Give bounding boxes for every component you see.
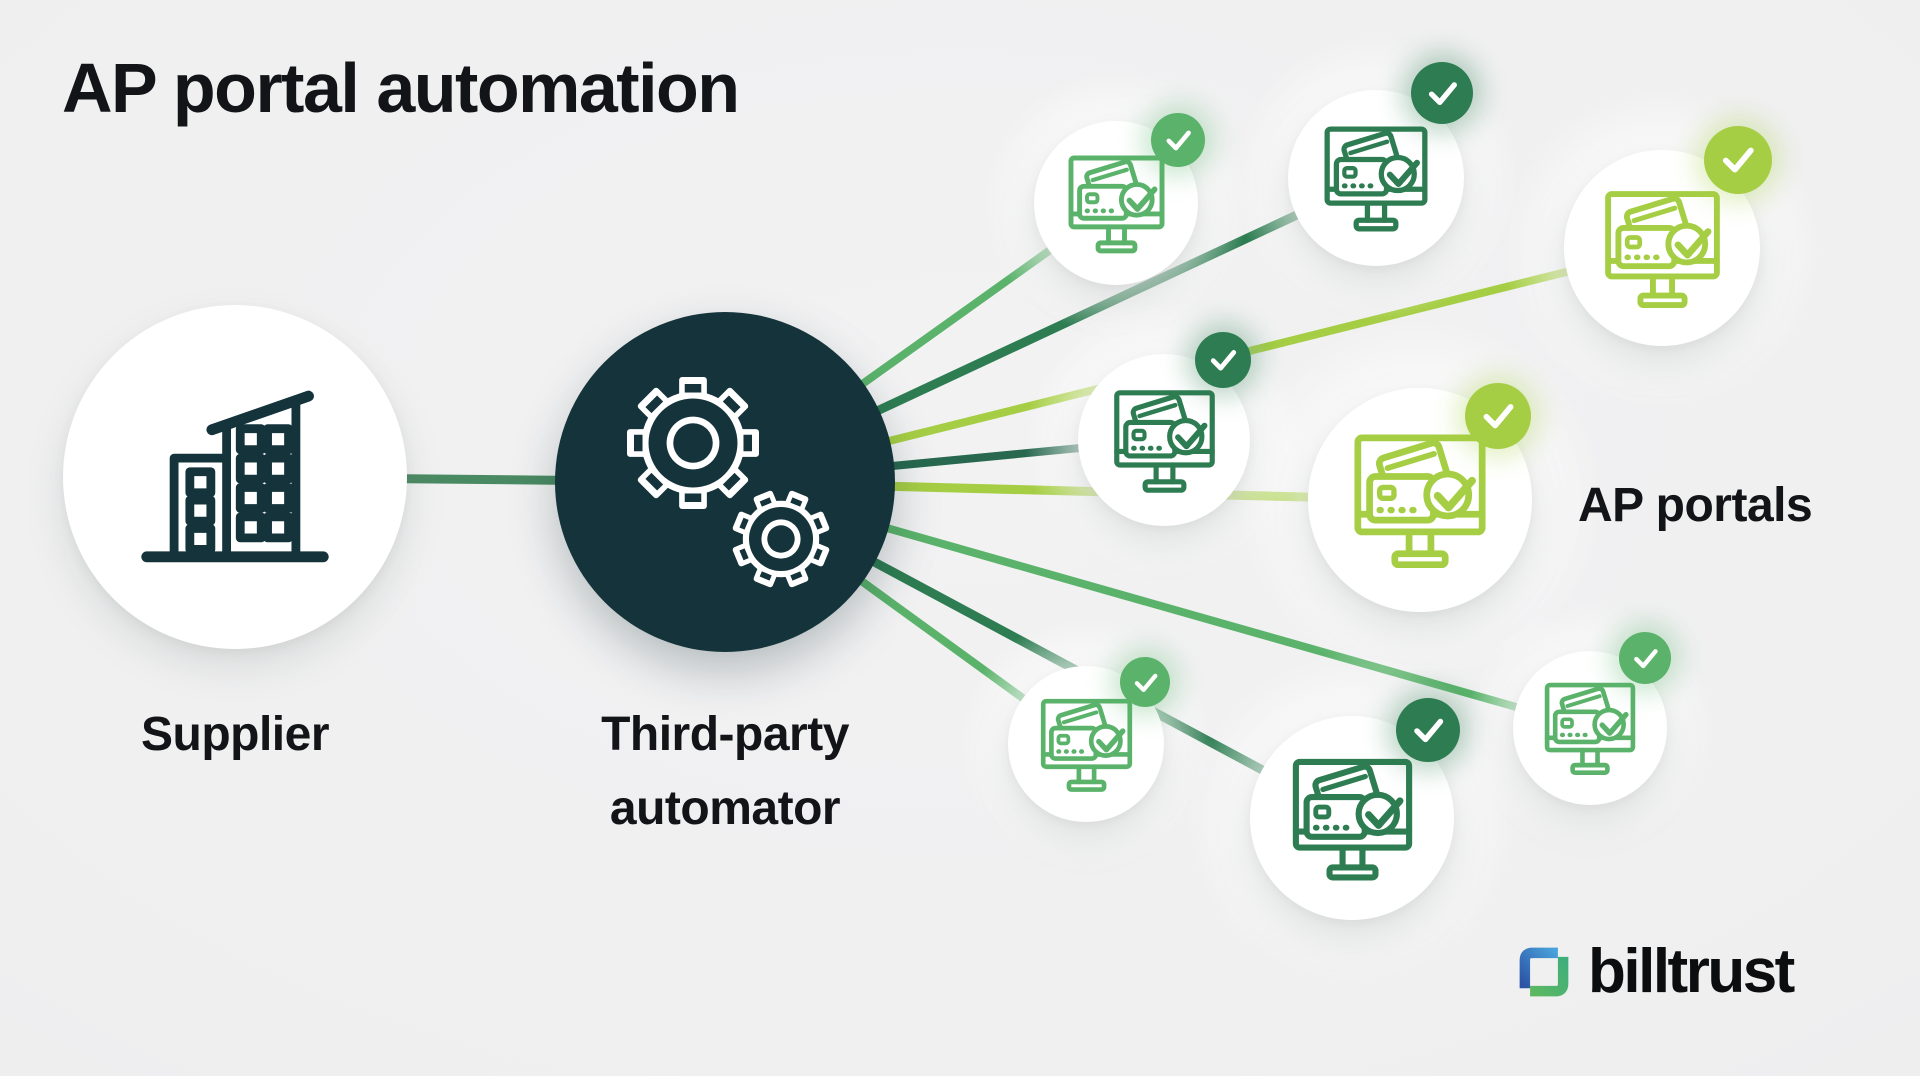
portal-5 [1236, 316, 1604, 684]
supplier-label: Supplier [140, 708, 330, 761]
check-badge [1195, 332, 1251, 388]
monitor-card-check-icon [1324, 126, 1428, 232]
check-icon [1483, 404, 1514, 429]
monitor-card-check-icon [1544, 682, 1636, 775]
billtrust-logo: billtrust [1515, 936, 1795, 1007]
gears-icon [627, 377, 830, 588]
portal-6 [958, 616, 1214, 872]
supplier-node [63, 305, 407, 649]
building-icon [141, 390, 329, 563]
portal-circle [1250, 716, 1454, 920]
portal-8 [1463, 601, 1717, 855]
hub-label-line1: Third-party [601, 708, 849, 761]
portal-1 [981, 68, 1251, 338]
portal-4 [1022, 298, 1306, 582]
billtrust-logo-text: billtrust [1588, 937, 1795, 1006]
check-icon [1428, 82, 1457, 105]
monitor-card-check-icon [1354, 434, 1486, 569]
building-icon [130, 372, 340, 582]
check-icon [1210, 350, 1237, 371]
monitor-card-check-icon [1113, 389, 1215, 493]
third-party-automator-node [555, 312, 895, 652]
page-title: AP portal automation [62, 49, 740, 127]
hub-label-line2: automator [609, 782, 841, 836]
portal-circle [1513, 651, 1667, 805]
billtrust-square-icon [1515, 943, 1573, 1001]
portal-3 [1501, 87, 1823, 409]
check-icon [1633, 648, 1658, 668]
supplier-circle [63, 305, 407, 649]
portal-circle [1008, 666, 1164, 822]
check-badge [1704, 126, 1772, 194]
check-icon [1134, 673, 1157, 692]
check-icon [1166, 130, 1191, 151]
hub-circle [555, 312, 895, 652]
hub-label: Third-party automator [475, 698, 975, 847]
check-icon [1723, 148, 1755, 173]
monitor-card-check-icon [1604, 190, 1720, 308]
check-badge [1411, 62, 1473, 124]
check-badge [1151, 113, 1205, 167]
check-badge [1619, 632, 1671, 684]
portal-2 [1231, 33, 1521, 323]
check-badge [1396, 698, 1460, 762]
monitor-card-check-icon [1068, 155, 1164, 253]
portal-circle [1288, 90, 1464, 266]
ap-portals-label: AP portals [1578, 479, 1813, 532]
check-icon [1414, 718, 1444, 743]
billtrust-square-icon [1519, 947, 1569, 996]
monitor-card-check-icon [1040, 698, 1132, 792]
monitor-card-check-icon [1292, 758, 1412, 880]
check-badge [1465, 383, 1531, 449]
portal-7 [1184, 650, 1520, 986]
check-badge [1120, 657, 1170, 707]
gears-icon [555, 312, 895, 652]
